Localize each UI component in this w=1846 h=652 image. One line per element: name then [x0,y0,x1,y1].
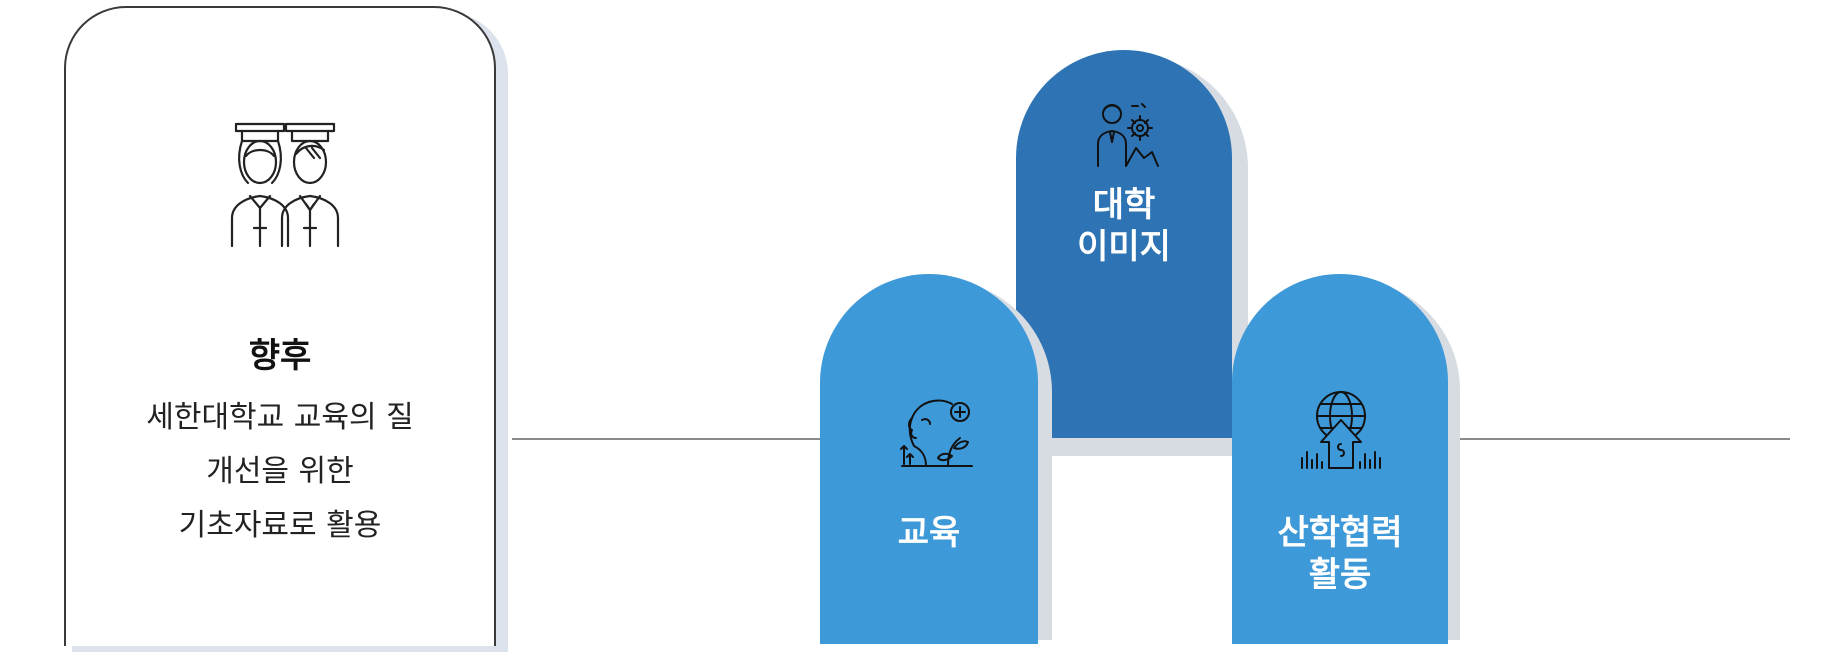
left-card-line-3: 기초자료로 활용 [178,508,382,543]
right-pill: 산학협력 활동 [1232,274,1448,644]
left-card-line-2: 개선을 위한 [206,454,354,489]
center-pill-line-2: 이미지 [1077,227,1171,267]
right-pill-line-1: 산학협력 [1277,513,1403,553]
center-pill-label: 대학 이미지 [1016,184,1232,268]
center-pill: 대학 이미지 [1016,50,1232,438]
center-pill-line-1: 대학 [1092,185,1156,225]
right-pill-label: 산학협력 활동 [1232,512,1448,596]
divider-line-left [512,438,822,440]
left-card: 향후 세한대학교 교육의 질 개선을 위한 기초자료로 활용 [64,6,496,646]
left-card-description: 세한대학교 교육의 질 개선을 위한 기초자료로 활용 [86,391,474,553]
left-card-line-1: 세한대학교 교육의 질 [146,400,414,435]
right-pill-line-2: 활동 [1308,555,1372,595]
businessman-gear-icon [1097,103,1159,167]
mind-growth-icon [900,399,973,467]
graduates-icon [230,122,340,248]
divider-line-right [1430,438,1790,440]
globe-puzzle-icon [1301,391,1381,469]
left-pill-label: 교육 [897,513,961,553]
left-card-title: 향후 [248,336,312,376]
left-pill: 교육 [820,274,1038,644]
